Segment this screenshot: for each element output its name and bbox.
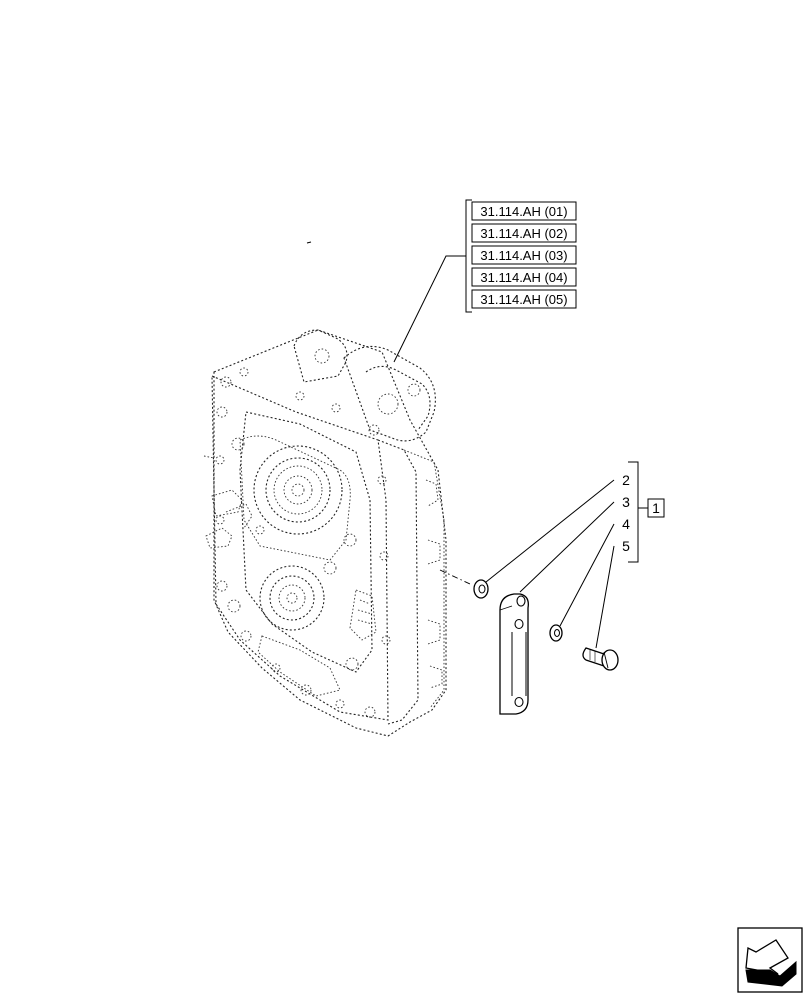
- reference-box-label: 31.114.AH (03): [480, 248, 567, 263]
- reference-box-group: 31.114.AH (01) 31.114.AH (02) 31.114.AH …: [393, 199, 577, 363]
- bolt-part-5[interactable]: [582, 647, 619, 671]
- leader-line-4: [559, 523, 615, 627]
- callout-number-4[interactable]: 4: [622, 516, 630, 532]
- group-label-box: [647, 498, 665, 518]
- callout-number-5[interactable]: 5: [622, 538, 630, 554]
- plate-part-3[interactable]: [499, 593, 529, 715]
- reference-box-4[interactable]: 31.114.AH (04): [471, 267, 577, 287]
- washer-part-4[interactable]: [549, 624, 563, 642]
- reference-box-5[interactable]: 31.114.AH (05): [471, 289, 577, 309]
- stray-mark: [306, 241, 312, 244]
- reference-leader-line: [393, 255, 466, 363]
- reference-box-label: 31.114.AH (01): [480, 204, 567, 219]
- leader-line-3: [519, 501, 615, 593]
- group-label[interactable]: 1: [652, 500, 660, 516]
- reference-box-2[interactable]: 31.114.AH (02): [471, 223, 577, 243]
- next-page-arrow-icon[interactable]: [737, 927, 803, 993]
- reference-box-1[interactable]: 31.114.AH (01): [471, 201, 577, 221]
- reference-box-3[interactable]: 31.114.AH (03): [471, 245, 577, 265]
- reference-box-label: 31.114.AH (05): [480, 292, 567, 307]
- callout-number-2[interactable]: 2: [622, 472, 630, 488]
- callout-group: 2 3 4 5 1: [485, 461, 665, 649]
- leader-line-5: [595, 545, 615, 649]
- reference-box-label: 31.114.AH (02): [480, 226, 567, 241]
- assembly-axis-line: [439, 569, 471, 585]
- reference-box-label: 31.114.AH (04): [480, 270, 567, 285]
- callout-number-3[interactable]: 3: [622, 494, 630, 510]
- reference-bracket: [465, 199, 472, 313]
- gearbox-housing: [203, 329, 447, 737]
- washer-part-2[interactable]: [473, 579, 489, 599]
- leader-line-2: [485, 479, 615, 583]
- callout-group-bracket: [628, 461, 639, 563]
